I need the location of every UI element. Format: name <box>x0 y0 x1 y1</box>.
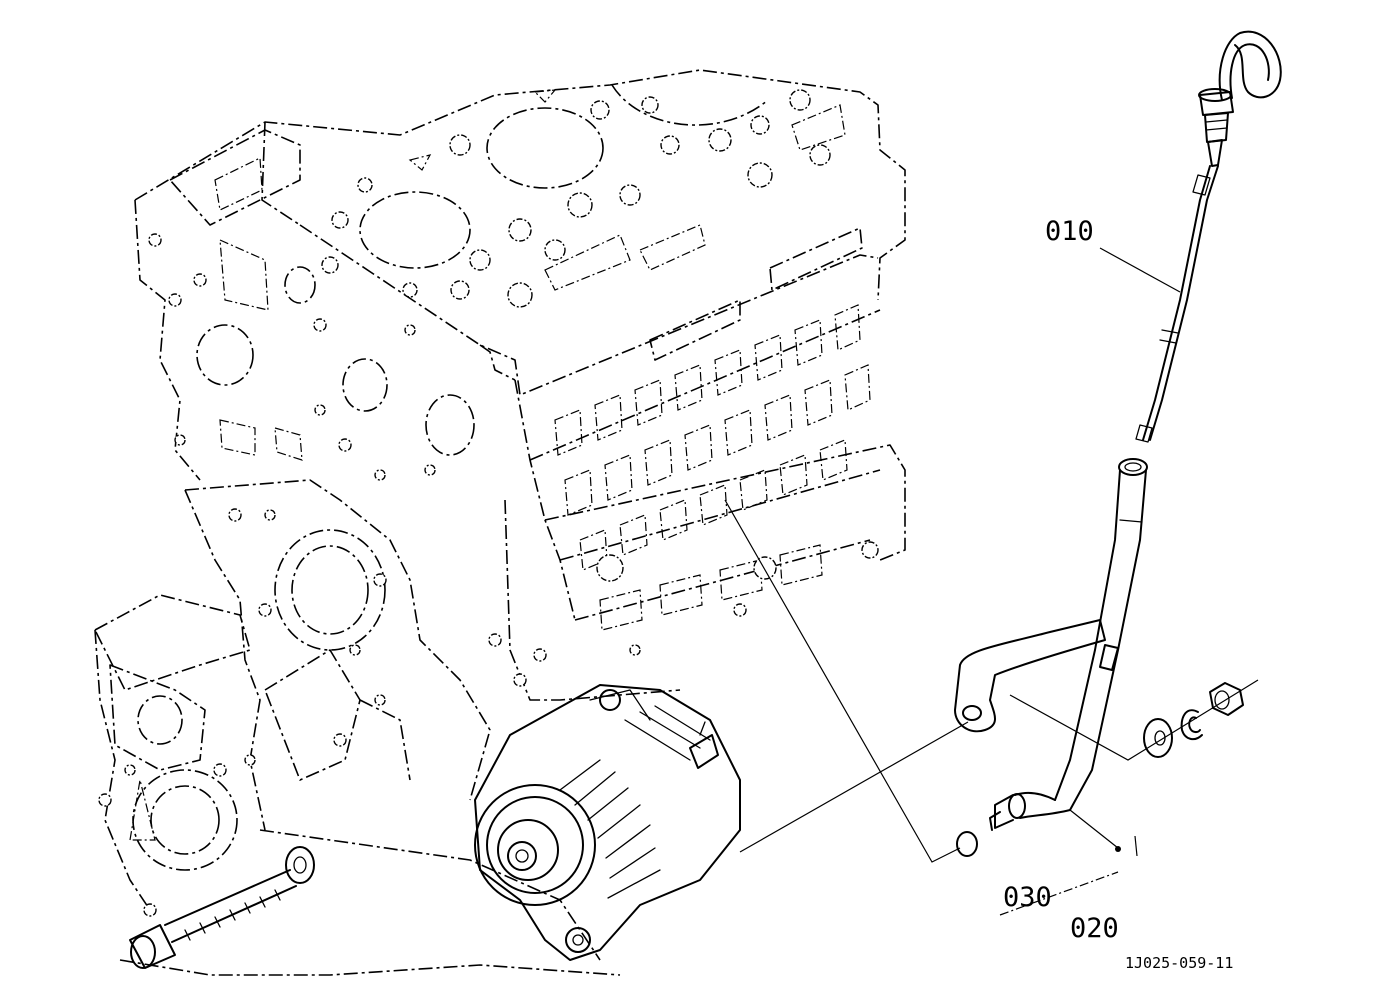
lock-washer-illustration <box>1180 709 1203 741</box>
block-rib-windows <box>554 304 871 631</box>
dipstick-illustration <box>1135 30 1282 443</box>
drawing-reference: 1J025-059-11 <box>1125 954 1233 972</box>
washer-illustration <box>1143 718 1173 758</box>
dipstick-guide-tube-illustration <box>954 458 1148 831</box>
block-bolt <box>129 846 315 969</box>
engine-block-illustration <box>94 69 906 976</box>
alternator-illustration <box>474 684 741 961</box>
callout-030: 030 <box>1003 882 1052 913</box>
leader-lines <box>724 247 1259 916</box>
callout-010: 010 <box>1045 216 1094 247</box>
o-ring-illustration <box>956 831 978 857</box>
callout-020: 020 <box>1070 913 1119 944</box>
